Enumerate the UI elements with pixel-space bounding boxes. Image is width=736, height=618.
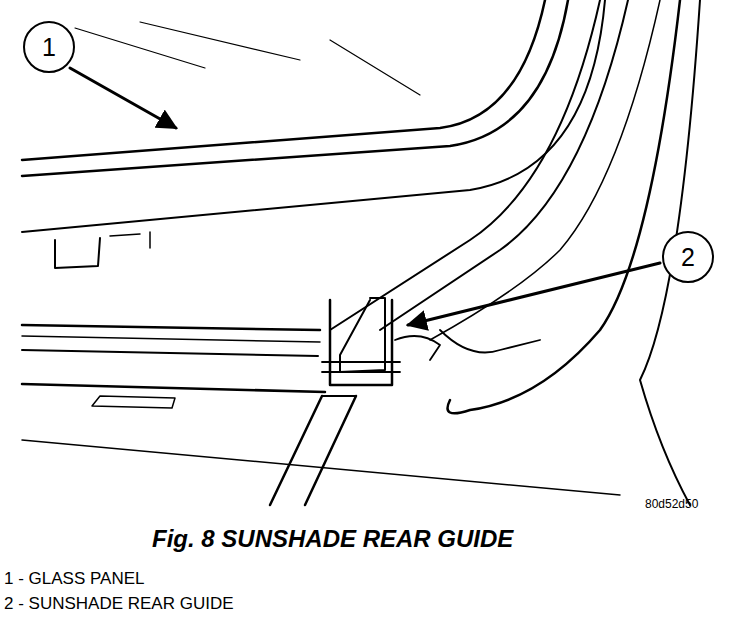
frame-detail <box>440 330 540 353</box>
bracket <box>110 232 150 248</box>
side-rail <box>430 0 660 340</box>
callout-number: 2 <box>681 245 695 270</box>
track <box>22 384 325 392</box>
glass-reflection <box>75 28 205 68</box>
screwdriver <box>305 396 356 505</box>
screwdriver <box>322 395 356 397</box>
rear-guide <box>322 362 400 372</box>
key-entry: 2 - SUNSHADE REAR GUIDE <box>4 595 234 614</box>
track-tab <box>92 396 175 408</box>
track <box>22 350 318 356</box>
track <box>22 336 320 342</box>
glass-reflection <box>330 40 420 95</box>
leader-line <box>408 263 660 325</box>
bracket <box>55 238 100 268</box>
glass-reflection <box>140 22 300 60</box>
callout-circle: 2 <box>662 231 714 283</box>
headliner-edge <box>22 440 620 495</box>
leader-line <box>70 68 176 128</box>
callout-circle: 1 <box>23 21 75 73</box>
track <box>22 325 320 330</box>
screwdriver <box>270 396 322 505</box>
figure-code: 80d52d50 <box>645 498 698 511</box>
callout-number: 1 <box>42 35 56 60</box>
frame-outline <box>448 0 681 413</box>
rear-guide <box>395 336 440 360</box>
figure-caption: Fig. 8 SUNSHADE REAR GUIDE <box>152 526 513 552</box>
glass-edge <box>22 0 568 176</box>
rear-guide <box>340 298 385 372</box>
glass-edge <box>22 0 545 160</box>
key-entry: 1 - GLASS PANEL <box>4 570 144 589</box>
side-rail <box>330 0 600 330</box>
